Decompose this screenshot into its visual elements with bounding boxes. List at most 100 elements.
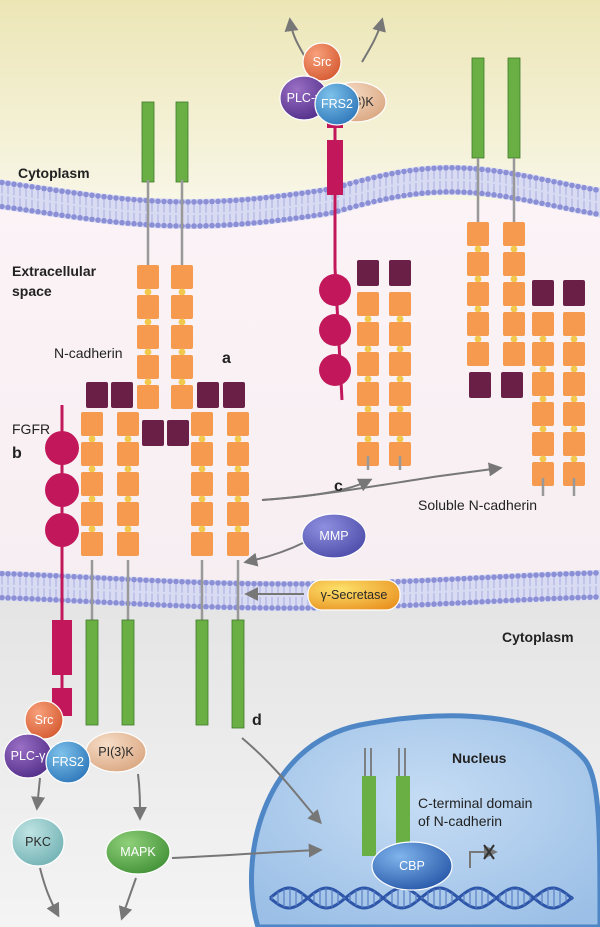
cadherin-domain bbox=[503, 312, 525, 336]
frs2-node-bottom: FRS2 bbox=[45, 740, 91, 784]
linker-dot bbox=[539, 365, 547, 373]
lipid-head bbox=[443, 576, 449, 583]
lipid-head bbox=[347, 180, 353, 187]
lipid-head bbox=[47, 186, 53, 193]
lipid-head bbox=[0, 594, 5, 601]
lipid-head bbox=[101, 217, 107, 224]
lipid-head bbox=[113, 599, 119, 606]
lipid-head bbox=[275, 217, 281, 224]
linker-dot bbox=[144, 318, 152, 326]
cadherin-domain bbox=[467, 252, 489, 276]
lipid-head bbox=[215, 580, 221, 586]
lipid-head bbox=[485, 574, 491, 581]
linker-dot bbox=[474, 275, 482, 283]
lipid-head bbox=[545, 595, 551, 602]
lipid-head bbox=[221, 580, 227, 586]
lipid-head bbox=[191, 223, 197, 229]
lipid-head bbox=[521, 596, 527, 603]
arrow-pkc-down bbox=[39, 867, 60, 918]
lipid-head bbox=[461, 575, 467, 582]
lipid-head bbox=[5, 180, 11, 187]
src-node-bottom-label: Src bbox=[35, 713, 54, 727]
cadherin-domain bbox=[191, 472, 213, 496]
lipid-head bbox=[53, 573, 59, 579]
lipid-head bbox=[287, 605, 293, 611]
cadherin-domain bbox=[357, 322, 379, 346]
lipid-head bbox=[293, 581, 299, 587]
lipid-head bbox=[245, 580, 251, 587]
lipid-head bbox=[0, 570, 5, 577]
cadherin-domain bbox=[81, 442, 103, 466]
lipid-head bbox=[287, 216, 293, 222]
lipid-head bbox=[305, 213, 311, 220]
lipid-head bbox=[161, 602, 167, 608]
linker-dot bbox=[570, 455, 578, 463]
lipid-head bbox=[89, 192, 95, 199]
lipid-head bbox=[107, 575, 113, 582]
lipid-head bbox=[251, 580, 257, 587]
lipid-head bbox=[383, 196, 389, 202]
lipid-head bbox=[299, 605, 305, 611]
lipid-head bbox=[119, 576, 125, 582]
cadherin-domain bbox=[191, 502, 213, 526]
cadherin-domain bbox=[137, 355, 159, 379]
lipid-head bbox=[251, 604, 257, 611]
lipid-head bbox=[401, 602, 407, 609]
mmp-node: MMP bbox=[301, 513, 367, 559]
lipid-head bbox=[545, 177, 551, 184]
lipid-head bbox=[521, 196, 527, 203]
arrow-mmp bbox=[243, 541, 306, 567]
lipid-head bbox=[359, 201, 365, 208]
lipid-head bbox=[515, 171, 521, 178]
linker-dot bbox=[144, 378, 152, 386]
linker-dot bbox=[198, 465, 206, 473]
lipid-head bbox=[95, 217, 101, 223]
mmp-node-label: MMP bbox=[319, 529, 348, 543]
lipid-head bbox=[113, 195, 119, 201]
lipid-head bbox=[281, 581, 287, 587]
lipid-head bbox=[137, 577, 143, 583]
mapk-node: MAPK bbox=[105, 829, 171, 875]
lipid-head bbox=[413, 191, 419, 197]
cadherin-domain bbox=[467, 342, 489, 366]
linker-dot bbox=[539, 335, 547, 343]
lipid-head bbox=[455, 165, 461, 171]
lipid-head bbox=[497, 574, 503, 580]
linker-dot bbox=[396, 405, 404, 413]
lipid-head bbox=[41, 572, 47, 579]
lipid-head bbox=[161, 578, 167, 584]
lipid-head bbox=[191, 199, 197, 205]
cadherin-cap bbox=[223, 382, 245, 408]
lipid-head bbox=[251, 220, 257, 226]
lipid-head bbox=[293, 191, 299, 197]
lipid-head bbox=[275, 605, 281, 611]
cadherin-cap bbox=[142, 420, 164, 446]
lipid-head bbox=[455, 576, 461, 582]
fgfr-ig-domain bbox=[319, 274, 351, 306]
lipid-head bbox=[425, 577, 431, 584]
n-cadherin-strand bbox=[81, 412, 103, 556]
lipid-head bbox=[509, 573, 515, 580]
lipid-head bbox=[53, 211, 59, 218]
lipid-head bbox=[329, 209, 335, 216]
lipid-head bbox=[287, 581, 293, 587]
extracellular-label-1: Extracellular bbox=[12, 263, 97, 279]
arrow-to-mapk bbox=[132, 773, 147, 821]
n-cadherin-strand bbox=[137, 265, 159, 409]
c-terminal-label-1: C-terminal domain bbox=[418, 795, 532, 811]
linker-dot bbox=[539, 395, 547, 403]
lipid-head bbox=[371, 198, 377, 205]
cadherin-domain bbox=[117, 472, 139, 496]
lipid-head bbox=[209, 604, 215, 610]
linker-dot bbox=[474, 305, 482, 313]
fgfr-ig-domain bbox=[319, 314, 351, 346]
lipid-head bbox=[485, 167, 491, 173]
lipid-head bbox=[515, 573, 521, 579]
lipid-head bbox=[569, 206, 575, 213]
lipid-head bbox=[437, 577, 443, 583]
cadherin-domain bbox=[357, 382, 379, 406]
src-node-bottom: Src bbox=[24, 700, 64, 740]
lipid-head bbox=[5, 571, 11, 577]
lipid-head bbox=[35, 184, 41, 191]
lipid-head bbox=[167, 198, 173, 205]
